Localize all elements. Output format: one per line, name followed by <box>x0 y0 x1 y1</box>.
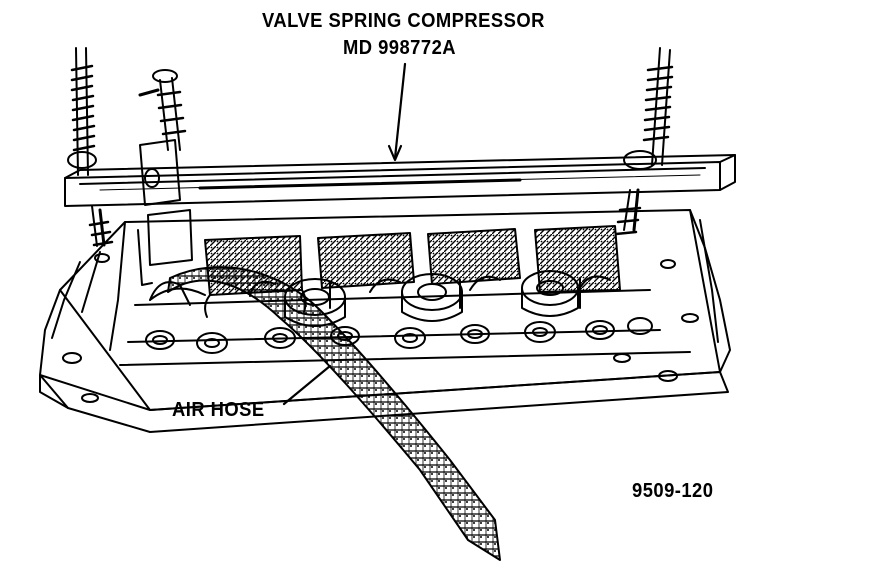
compressor-bar <box>64 154 736 207</box>
compressor-studs <box>67 47 674 286</box>
valve-bores <box>145 317 653 354</box>
leader-lines <box>282 62 407 406</box>
air-hose-callout: AIR HOSE <box>172 399 265 421</box>
figure-number: 9509-120 <box>632 480 714 502</box>
air-hose <box>167 266 501 561</box>
tool-part-number-callout: MD 998772A <box>343 37 457 59</box>
tool-name-callout: VALVE SPRING COMPRESSOR <box>262 10 545 32</box>
